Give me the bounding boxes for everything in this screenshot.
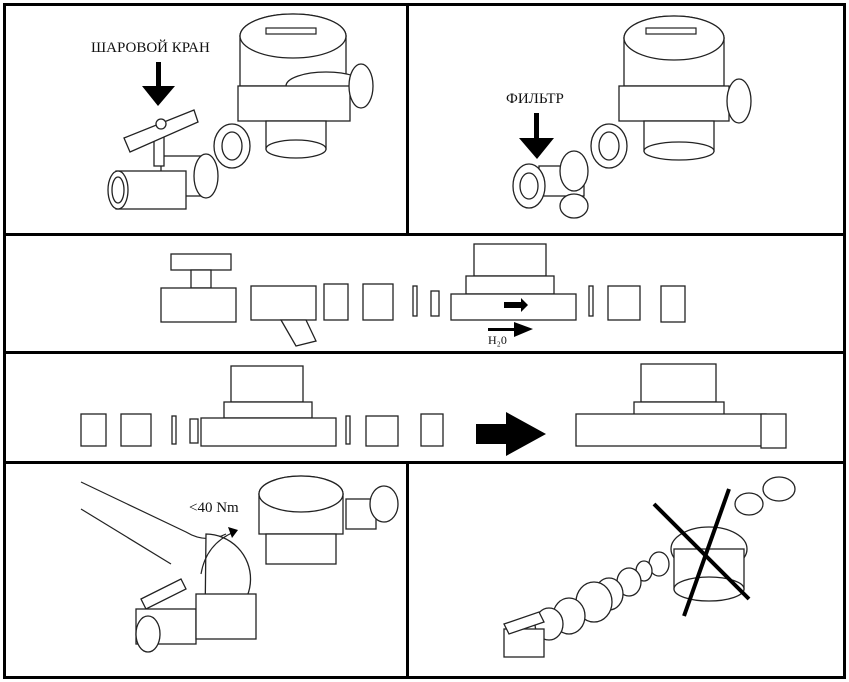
water-meter [258,475,399,565]
exploded-parts [503,476,796,658]
filter-illustration [512,15,752,219]
tailpiece [362,283,394,321]
nut [420,413,444,447]
union-nut [590,123,628,169]
exploded-assembly-panel: H₂0 [3,233,846,354]
tailpiece [607,285,641,321]
flow-direction-arrow-icon [488,322,533,337]
tailpiece [120,413,152,447]
flow-arrow-icon [504,298,528,312]
cross-out-icon [652,488,751,617]
filter-panel: ФИЛЬТР [406,3,846,236]
filter [250,285,317,347]
exploded-assembly-illustration [160,243,686,347]
nut [660,285,686,323]
ball-valve-label: ШАРОВОЙ КРАН [91,40,210,56]
union-nut [213,123,251,169]
water-meter [200,365,337,447]
water-meter [618,15,752,161]
gasket [171,415,177,445]
ball-valve [107,109,219,210]
nut [80,413,107,447]
gasket [588,285,594,317]
down-arrow-icon [519,113,554,159]
ball-valve [160,253,237,323]
flow-label: H₂0 [488,333,507,347]
down-arrow-icon [142,62,175,106]
meter-fittings-illustration [80,363,787,456]
check-valve [430,290,440,317]
tailpiece [365,415,399,447]
check-valve [189,418,199,444]
torque-panel: <40 Nm [3,461,409,679]
ball-valve [135,578,257,653]
torque-label: <40 Nm [189,500,239,516]
water-meter [237,13,374,159]
water-meter [450,243,577,321]
rotation-arrow-icon [200,531,235,575]
filter [512,150,589,219]
result-arrow-icon [476,412,546,456]
nut [323,283,349,321]
wrong-installation-panel [406,461,846,679]
ball-valve-illustration [107,13,374,210]
gasket [412,285,418,317]
torque-illustration [80,475,399,653]
filter-label: ФИЛЬТР [506,91,564,107]
meter-fittings-panel [3,351,846,464]
wrong-installation-illustration [503,476,796,658]
assembled-meter [575,363,787,449]
ball-valve-panel: ШАРОВОЙ КРАН [3,3,409,236]
gasket [345,415,351,445]
